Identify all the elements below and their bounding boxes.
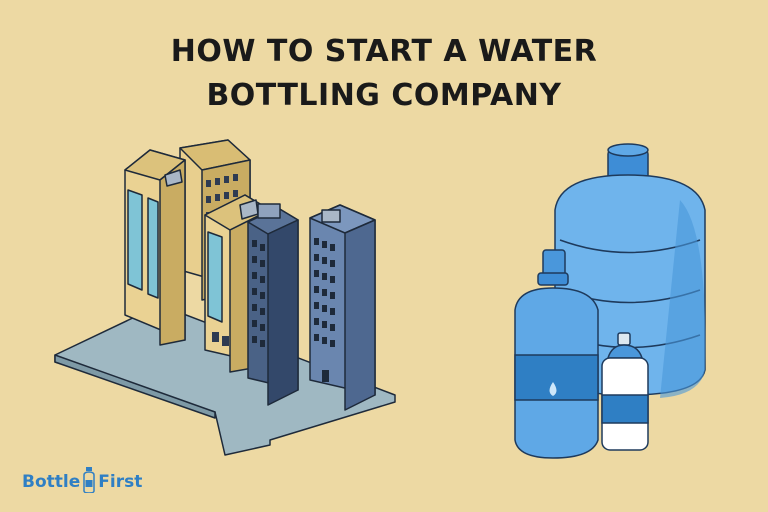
logo-text-part-1: Bottle — [22, 472, 81, 492]
medium-water-bottle — [514, 249, 599, 459]
bottle-icon — [83, 466, 95, 498]
navy-tower-right-windows — [314, 238, 335, 382]
brand-logo[interactable]: Bottle First — [22, 462, 142, 502]
tan-building-left — [124, 149, 186, 346]
city-buildings-illustration — [54, 139, 396, 456]
title-line-1: HOW TO START A WATER — [170, 34, 598, 69]
water-bottles-illustration — [514, 143, 706, 459]
navy-tower-middle-windows — [252, 240, 265, 347]
small-sport-bottle — [601, 332, 649, 451]
title-line-2: BOTTLING COMPANY — [206, 78, 562, 113]
page-title: HOW TO START A WATER BOTTLING COMPANY — [0, 30, 768, 118]
navy-tower-right — [309, 204, 376, 411]
logo-text-part-2: First — [98, 472, 143, 492]
